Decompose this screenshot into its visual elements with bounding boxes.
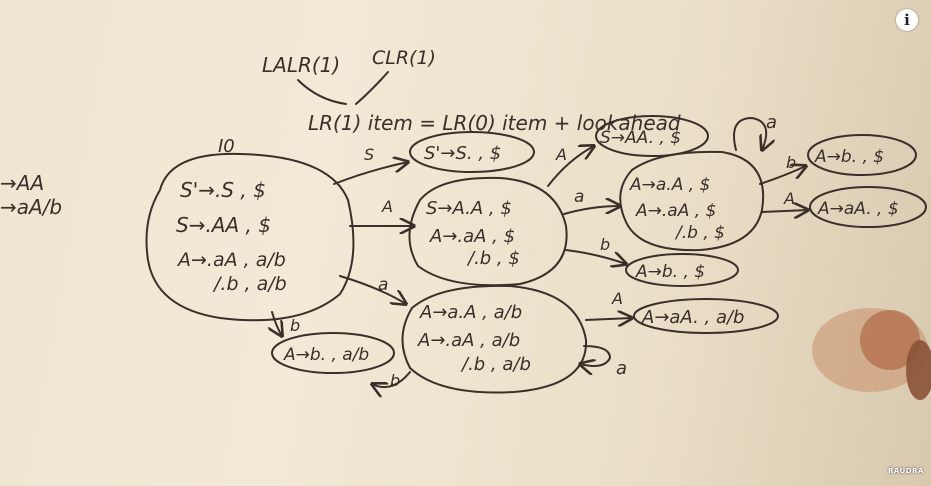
lalr-connector [297, 79, 347, 105]
edge-label-a-mid: a [378, 275, 388, 295]
edge-label-b-i3: b [600, 235, 610, 254]
state-accept-bubble [409, 131, 535, 173]
state-a-ab-bubble [401, 284, 588, 394]
state-b-ab-line: A→b. , a/b [283, 345, 369, 365]
state-i0-label: I0 [218, 136, 235, 157]
edge-label-a-loop-top: a [766, 112, 777, 133]
state-aA-ab-bubble [633, 298, 779, 334]
state-b-dollar-bubble [625, 253, 739, 287]
clr-connector [355, 71, 389, 105]
edge-label-b-low: b [290, 316, 300, 335]
edge-label-a-i3: a [574, 187, 584, 207]
state-a-dollar-bubble [619, 150, 765, 252]
edge-label-b-right: b [786, 153, 796, 172]
edge-s-aa-to-a-dollar [563, 206, 620, 215]
edge-label-A-i3: A [555, 145, 567, 164]
state-accept-line: S'→S. , $ [424, 143, 501, 164]
definition-text: LR(1) item = LR(0) item + lookahead [308, 111, 681, 135]
state-b-ab-bubble [271, 332, 395, 374]
state-i0-line-2: S→.AA , $ [176, 213, 271, 237]
channel-watermark: RAUDRA [888, 467, 924, 475]
edge-s-aa-to-s-aaa [547, 146, 594, 187]
grammar-line-2: →aA/b [0, 195, 62, 219]
state-s-aa-bubble [408, 176, 568, 287]
lalr-label: LALR(1) [262, 53, 340, 77]
edge-label-A-top: A [381, 197, 393, 216]
edge-label-A-bottom: A [611, 289, 623, 308]
state-s-aa-line-2: A→.aA , $ [429, 226, 515, 247]
state-i0-line-4: /.b , a/b [212, 273, 287, 295]
edge-self-loop-bottom [580, 345, 611, 366]
state-s-aaa-line: S→AA. , $ [600, 128, 681, 148]
state-b-dollar-right-bubble [807, 134, 917, 176]
state-aA-ab-line: A→aA. , a/b [641, 307, 744, 328]
state-aA-dollar-bubble [809, 186, 927, 228]
edge-i0-to-accept [333, 162, 408, 185]
edge-label-b-loop: b [390, 371, 400, 390]
state-i0-bubble [145, 152, 355, 322]
state-a-ab-line-3: /.b , a/b [460, 354, 531, 375]
state-a-ab-line-2: A→.aA , a/b [417, 330, 520, 351]
state-i0-line-1: S'→.S , $ [180, 178, 266, 202]
edge-i0-to-b-ab [272, 311, 282, 336]
presenter-hand [812, 308, 931, 400]
edge-s-aa-to-b-dollar [565, 249, 626, 264]
edge-label-A-right: A [783, 189, 795, 208]
state-a-dollar-line-1: A→a.A , $ [629, 175, 710, 195]
grammar-line-1: →AA [0, 171, 44, 195]
edge-a-dollar-to-b-right [759, 166, 806, 185]
state-i0-line-3: A→.aA , a/b [176, 249, 286, 271]
edge-a-dollar-to-aA-right [761, 210, 808, 212]
state-b-dollar-right-line: A→b. , $ [814, 147, 884, 167]
state-aA-dollar-line: A→aA. , $ [817, 199, 899, 219]
state-a-dollar-line-3: /.b , $ [674, 223, 725, 243]
state-a-ab-line-1: A→a.A , a/b [419, 302, 522, 323]
edge-a-ab-to-b-ab [372, 371, 411, 387]
edge-a-ab-to-aA-ab [585, 318, 632, 320]
state-s-aa-line-1: S→A.A , $ [426, 198, 512, 219]
clr-label: CLR(1) [372, 47, 436, 69]
state-s-aaa-bubble [595, 115, 709, 157]
edge-label-a-loop-bottom: a [616, 358, 627, 379]
state-s-aa-line-3: /.b , $ [466, 248, 520, 269]
edge-label-S: S [364, 145, 374, 164]
state-b-dollar-line: A→b. , $ [635, 262, 705, 282]
info-icon[interactable]: i [896, 9, 918, 31]
edge-i0-to-a-ab [339, 275, 406, 304]
state-a-dollar-line-2: A→.aA , $ [635, 201, 716, 221]
edge-self-loop-top [733, 117, 766, 150]
